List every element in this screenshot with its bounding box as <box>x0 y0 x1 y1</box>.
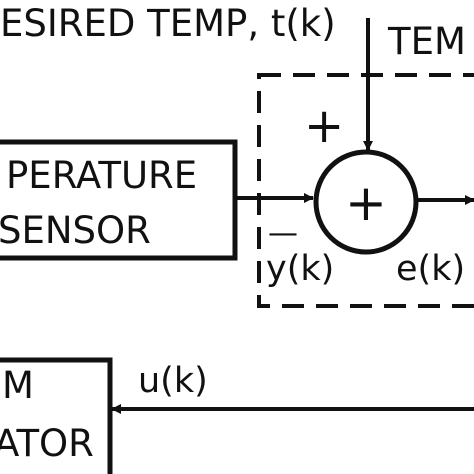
comparator-boundary <box>257 73 474 308</box>
sensor-label-line1: PERATURE <box>6 154 197 197</box>
minus-sign: — <box>268 216 298 251</box>
summing-symbol: + <box>345 174 387 232</box>
actuator-block <box>0 357 113 474</box>
e-k-label: e(k) <box>396 249 465 289</box>
desired-temp-label: ESIRED TEMP, t(k) <box>0 2 336 45</box>
actuator-label-line1: M <box>2 364 34 407</box>
u-k-label: u(k) <box>138 361 208 401</box>
actuator-label-line2: ATOR <box>0 422 94 465</box>
y-k-label: y(k) <box>266 249 334 289</box>
temp-partial-label: TEM <box>387 20 466 63</box>
sensor-label-line2: SENSOR <box>0 209 151 252</box>
plus-sign: + <box>304 98 344 154</box>
